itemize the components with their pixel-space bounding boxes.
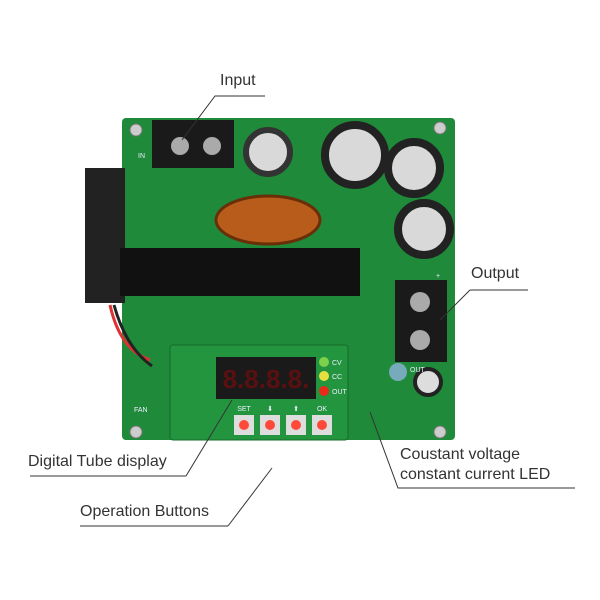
callout-cv-cc-led-line2: constant current LED bbox=[400, 466, 551, 483]
callout-digital-tube: Digital Tube display bbox=[28, 453, 167, 470]
cc-led-icon bbox=[319, 371, 329, 381]
toroid-inductor bbox=[214, 194, 322, 246]
fan-wire bbox=[108, 304, 151, 362]
button-label-set: SET bbox=[237, 406, 251, 413]
digital-tube-display bbox=[216, 357, 316, 399]
operation-buttons: SET ⬇ ⬆ OK bbox=[234, 405, 332, 435]
capacitors bbox=[243, 121, 454, 397]
silk-fan: FAN bbox=[134, 407, 148, 414]
silk-out: OUT bbox=[410, 367, 426, 374]
cv-led-icon bbox=[319, 357, 329, 367]
status-leds: CV CC OUT bbox=[319, 357, 348, 396]
callout-input: Input bbox=[220, 72, 256, 89]
out-led-icon bbox=[319, 386, 329, 396]
silk-plus: + bbox=[436, 273, 440, 280]
callout-operation-buttons: Operation Buttons bbox=[80, 503, 209, 520]
led-label-cc: CC bbox=[332, 374, 342, 381]
screw-icons bbox=[129, 121, 447, 439]
led-label-out: OUT bbox=[332, 389, 348, 396]
button-label-up: ⬆ bbox=[293, 405, 299, 413]
led-label-cv: CV bbox=[332, 360, 342, 367]
callout-cv-cc-led-line1: Coustant voltage bbox=[400, 446, 521, 463]
output-terminal bbox=[395, 280, 447, 362]
input-terminal bbox=[152, 120, 234, 168]
heatsink bbox=[120, 248, 360, 296]
button-label-ok: OK bbox=[317, 406, 327, 413]
fan-wire-black bbox=[112, 304, 153, 368]
leader-lines bbox=[30, 95, 575, 527]
fan bbox=[85, 168, 125, 303]
callout-output: Output bbox=[471, 265, 520, 282]
display-digits: 8.8.8.8. bbox=[223, 364, 310, 394]
button-label-down: ⬇ bbox=[267, 405, 273, 413]
silk-in: IN bbox=[138, 153, 145, 160]
